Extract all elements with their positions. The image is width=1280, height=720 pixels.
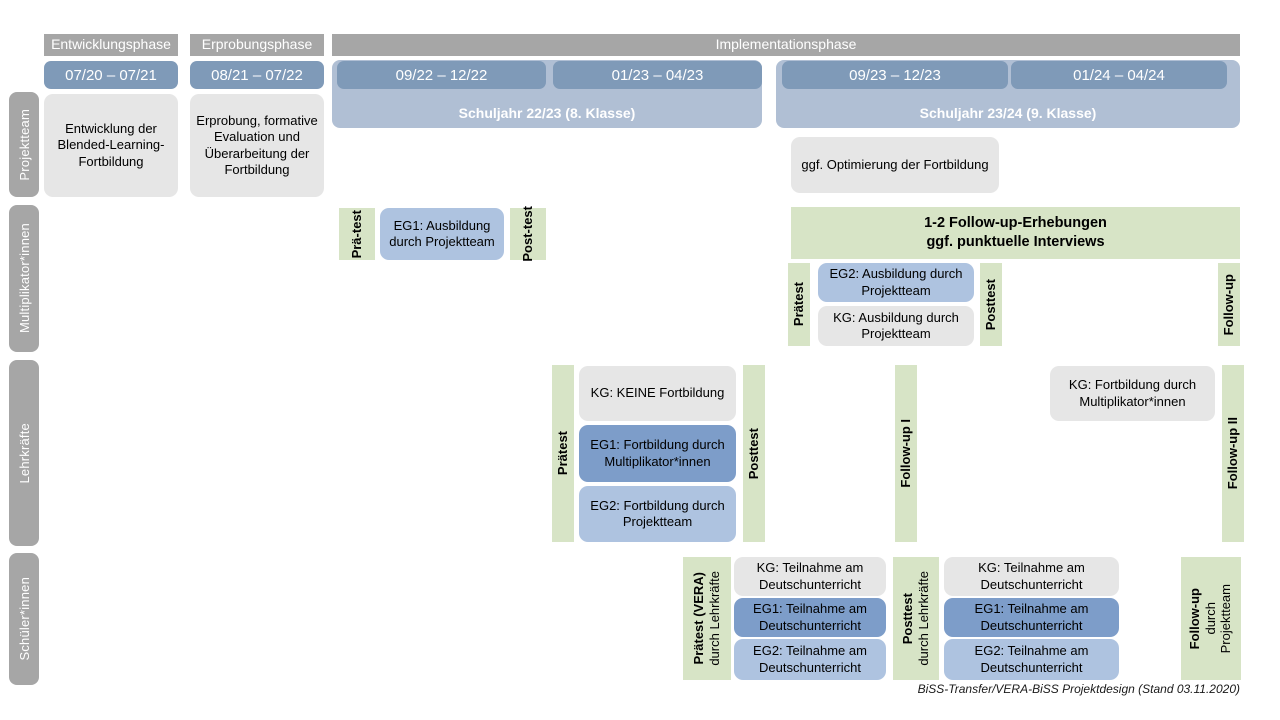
box-text: KG: Teilnahme am Deutschunterricht [978, 560, 1085, 592]
row-label-projektteam: Projektteam [9, 92, 39, 197]
period-label: 01/23 – 04/23 [611, 66, 704, 84]
strip-text: Post-test [519, 206, 535, 262]
multiplikatoren-kg-box: KG: Ausbildung durch Projektteam [818, 306, 974, 346]
schuelerinnen-followup: Follow-up durch Projektteam [1181, 557, 1241, 680]
strip-text-sub-1: durch [1202, 602, 1218, 635]
box-text: EG1: Ausbildung durch Projektteam [389, 217, 495, 249]
phase-label: Entwicklungsphase [51, 36, 171, 53]
box-text: EG2: Teilnahme am Deutschunterricht [974, 643, 1089, 675]
multiplikatoren-eg1-box: EG1: Ausbildung durch Projektteam [380, 208, 504, 260]
row-label-multiplikatorinnen: Multiplikator*innen [9, 205, 39, 352]
schuelerinnen-posttest: Posttest durch Lehrkräfte [893, 557, 939, 680]
strip-text-main: Prätest (VERA) [690, 572, 706, 665]
row-label-text: Lehrkräfte [16, 422, 32, 484]
footer-note-text: BiSS-Transfer/VERA-BiSS Projektdesign (S… [917, 682, 1240, 696]
lehrkraefte-kg-right-box: KG: Fortbildung durch Multiplikator*inne… [1050, 366, 1215, 421]
lehrkraefte-kg-box: KG: KEINE Fortbildung [579, 366, 736, 421]
box-text: EG2: Teilnahme am Deutschunterricht [753, 643, 867, 675]
lehrkraefte-eg2-box: EG2: Fortbildung durch Projektteam [579, 486, 736, 542]
phase-label: Erprobungsphase [201, 36, 313, 53]
multiplikatoren-followup: Follow-up [1218, 263, 1240, 346]
strip-text: Prätest [554, 431, 570, 476]
strip-text: Follow-up II [1224, 417, 1240, 490]
box-text: Entwicklung der Blended-Learning-Fortbil… [57, 121, 165, 169]
box-text: Erprobung, formative Evaluation und Über… [196, 113, 318, 177]
period-bar-01-24-04-24: 01/24 – 04/24 [1011, 61, 1227, 89]
schuelerinnen-eg2-left-box: EG2: Teilnahme am Deutschunterricht [734, 639, 886, 680]
period-label: 01/24 – 04/24 [1073, 66, 1165, 84]
phase-bar-entwicklungsphase: Entwicklungsphase [44, 34, 178, 56]
strip-text-main: Posttest [899, 592, 915, 645]
period-label: 07/20 – 07/21 [65, 66, 157, 84]
period-bar-07-20-07-21: 07/20 – 07/21 [44, 61, 178, 89]
period-bar-09-22-12-22: 09/22 – 12/22 [337, 61, 546, 89]
schuelerinnen-eg1-left-box: EG1: Teilnahme am Deutschunterricht [734, 598, 886, 637]
projektteam-optimierung-box: ggf. Optimierung der Fortbildung [791, 137, 999, 193]
period-bar-08-21-07-22: 08/21 – 07/22 [190, 61, 324, 89]
lehrkraefte-praetest: Prätest [552, 365, 574, 542]
box-text: KG: Teilnahme am Deutschunterricht [756, 560, 864, 592]
schuelerinnen-kg-right-box: KG: Teilnahme am Deutschunterricht [944, 557, 1119, 596]
box-text: EG2: Ausbildung durch Projektteam [829, 266, 963, 298]
schuelerinnen-eg2-right-box: EG2: Teilnahme am Deutschunterricht [944, 639, 1119, 680]
strip-text: Prä-test [348, 209, 364, 259]
multiplikatoren-posttest-1: Post-test [510, 206, 546, 262]
strip-text: Prätest [790, 282, 806, 327]
school-year-label: Schuljahr 23/24 (9. Klasse) [919, 105, 1097, 121]
phase-label: Implementationsphase [715, 36, 857, 53]
multiplikatoren-praetest-1: Prä-test [339, 208, 375, 260]
multiplikatoren-posttest-2: Posttest [980, 263, 1002, 346]
strip-text: Posttest [745, 427, 761, 480]
multiplikatoren-eg2-box: EG2: Ausbildung durch Projektteam [818, 263, 974, 302]
phase-bar-implementationsphase: Implementationsphase [332, 34, 1240, 56]
period-bar-01-23-04-23: 01/23 – 04/23 [553, 61, 762, 89]
projektteam-erprobung-box: Erprobung, formative Evaluation und Über… [190, 94, 324, 197]
strip-text: Follow-up I [897, 419, 913, 488]
box-text: EG1: Fortbildung durch Multiplikator*inn… [590, 437, 725, 469]
lehrkraefte-followup-1: Follow-up I [895, 365, 917, 542]
strip-text-sub-2: Projektteam [1218, 583, 1234, 654]
strip-text-sub: durch Lehrkräfte [706, 571, 722, 666]
box-text: KG: Ausbildung durch Projektteam [833, 309, 959, 341]
banner-line-2: ggf. punktuelle Interviews [926, 234, 1105, 250]
schuelerinnen-kg-left-box: KG: Teilnahme am Deutschunterricht [734, 557, 886, 596]
row-label-text: Multiplikator*innen [16, 223, 32, 334]
school-year-label: Schuljahr 22/23 (8. Klasse) [458, 105, 636, 121]
row-label-schuelerinnen: Schüler*innen [9, 553, 39, 685]
strip-text: Follow-up [1220, 273, 1236, 336]
box-text: KG: KEINE Fortbildung [590, 385, 725, 401]
row-label-lehrkraefte: Lehrkräfte [9, 360, 39, 546]
banner-line-1: 1-2 Follow-up-Erhebungen [924, 215, 1107, 232]
multiplikatoren-followup-banner: 1-2 Follow-up-Erhebungen ggf. punktuelle… [791, 207, 1240, 259]
period-bar-09-23-12-23: 09/23 – 12/23 [782, 61, 1008, 89]
multiplikatoren-praetest-2: Prätest [788, 263, 810, 346]
phase-bar-erprobungsphase: Erprobungsphase [190, 34, 324, 56]
period-label: 09/23 – 12/23 [849, 66, 941, 84]
row-label-text: Schüler*innen [16, 577, 32, 661]
box-text: ggf. Optimierung der Fortbildung [801, 156, 989, 172]
projektteam-entwicklung-box: Entwicklung der Blended-Learning-Fortbil… [44, 94, 178, 197]
strip-text: Posttest [982, 278, 998, 331]
lehrkraefte-followup-2: Follow-up II [1222, 365, 1244, 542]
box-text: EG1: Teilnahme am Deutschunterricht [974, 601, 1089, 633]
schuelerinnen-eg1-right-box: EG1: Teilnahme am Deutschunterricht [944, 598, 1119, 637]
row-label-text: Projektteam [16, 108, 32, 181]
box-text: EG2: Fortbildung durch Projektteam [590, 497, 725, 529]
schuelerinnen-praetest-vera: Prätest (VERA) durch Lehrkräfte [683, 557, 731, 680]
strip-text-sub: durch Lehrkräfte [915, 571, 931, 666]
period-label: 09/22 – 12/22 [395, 66, 488, 84]
box-text: KG: Fortbildung durch Multiplikator*inne… [1068, 377, 1197, 409]
strip-text-main: Follow-up [1186, 587, 1202, 650]
box-text: EG1: Teilnahme am Deutschunterricht [753, 601, 867, 633]
lehrkraefte-posttest: Posttest [743, 365, 765, 542]
lehrkraefte-eg1-box: EG1: Fortbildung durch Multiplikator*inn… [579, 425, 736, 482]
period-label: 08/21 – 07/22 [211, 66, 303, 84]
footer-source-note: BiSS-Transfer/VERA-BiSS Projektdesign (S… [840, 682, 1240, 700]
